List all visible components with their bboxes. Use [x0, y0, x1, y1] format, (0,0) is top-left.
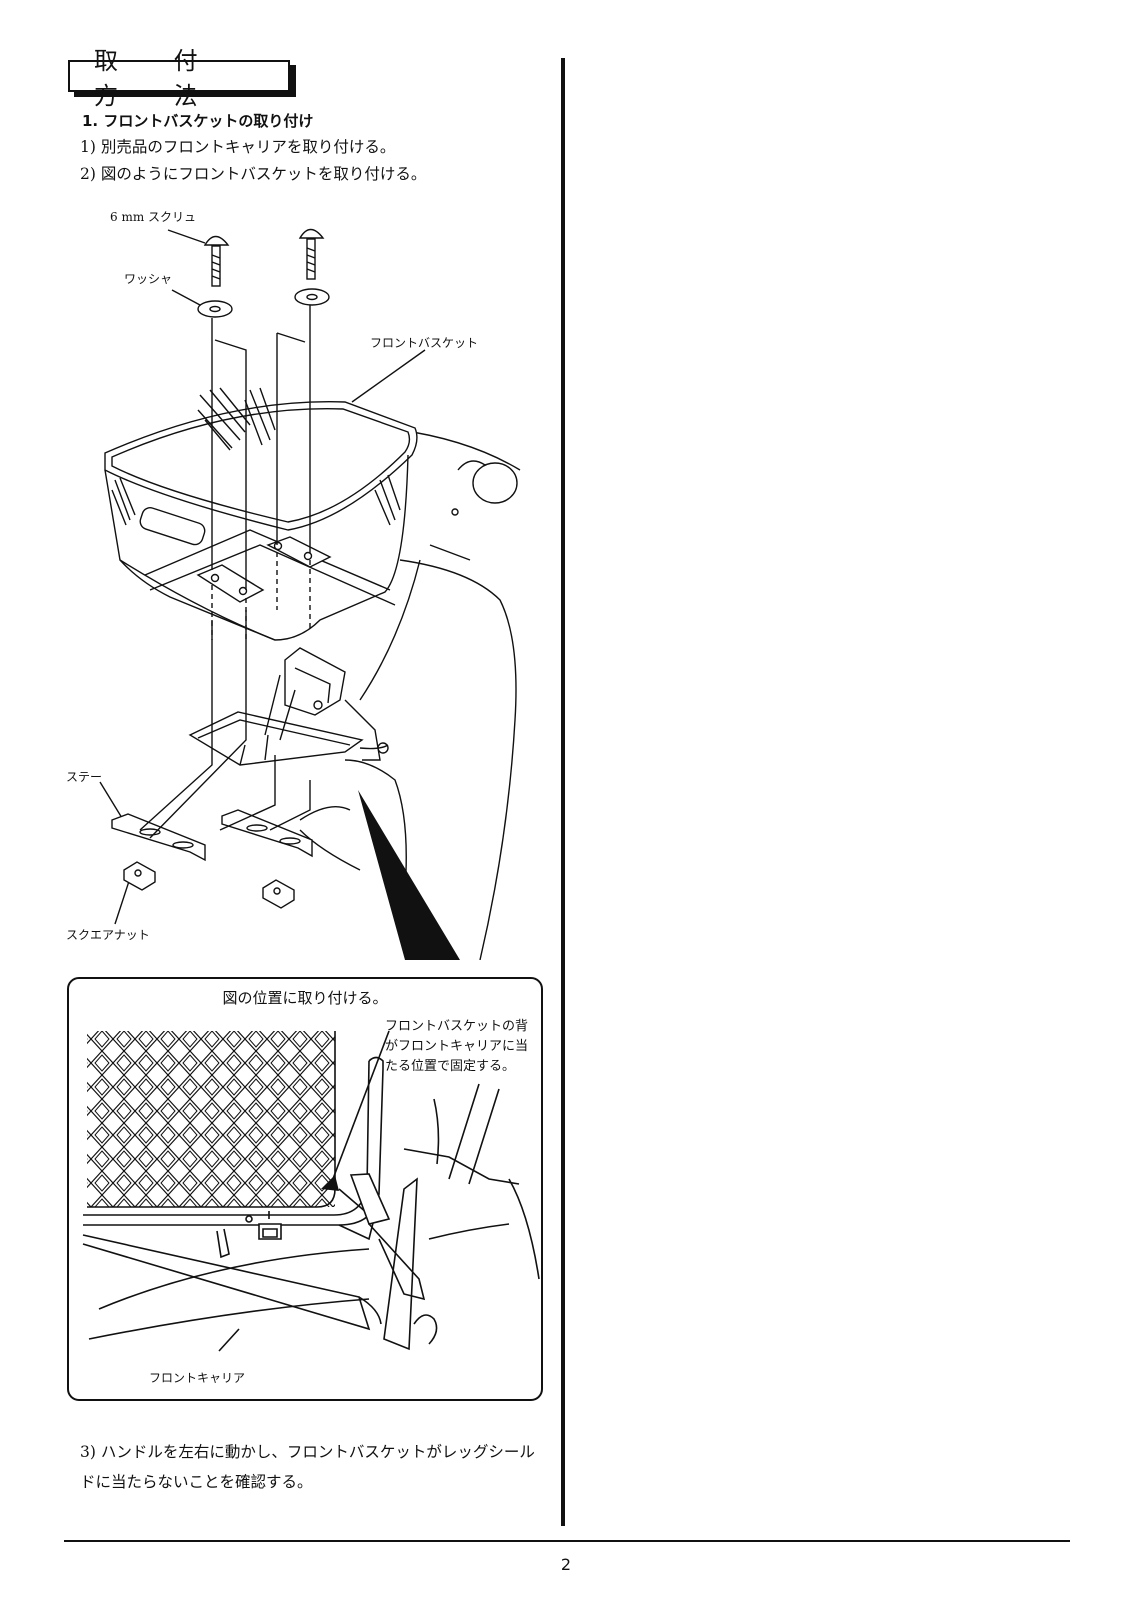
- exploded-assembly-diagram: [99, 228, 521, 960]
- label-screw: 6 mm スクリュ: [110, 210, 197, 224]
- page-title-box: 取 付 方 法: [68, 47, 296, 110]
- inset-title: 図の位置に取り付ける。: [222, 989, 388, 1007]
- label-stay: ステー: [66, 770, 103, 784]
- column-divider: [561, 58, 565, 1526]
- footer-rule: [64, 1540, 1070, 1542]
- page-title: 取 付 方 法: [94, 47, 222, 110]
- screw-right: [298, 228, 325, 280]
- page-number: 2: [560, 1555, 572, 1574]
- label-washer: ワッシャ: [124, 272, 173, 286]
- inset-note-line-1: フロントバスケットの背: [385, 1019, 529, 1034]
- step-1: 1) 別売品のフロントキャリアを取り付ける。: [80, 138, 396, 156]
- inset-note-line-3: たる位置で固定する。: [385, 1059, 516, 1074]
- inset-note: フロントバスケットの背 がフロントキャリアに当 たる位置で固定する。: [385, 1017, 541, 1077]
- detail-inset: 図の位置に取り付ける。 フロントバスケットの背 がフロントキャリアに当 たる位置…: [67, 977, 543, 1401]
- section-heading: 1. フロントバスケットの取り付け: [82, 112, 314, 130]
- screw-left: [203, 235, 230, 287]
- title-frame: 取 付 方 法: [68, 47, 290, 110]
- step-2: 2) 図のようにフロントバスケットを取り付ける。: [80, 165, 427, 183]
- label-nut: スクエアナット: [66, 928, 150, 942]
- label-basket: フロントバスケット: [370, 336, 479, 350]
- detail-diagram: [82, 1030, 540, 1352]
- inset-note-line-2: がフロントキャリアに当: [385, 1039, 529, 1054]
- step-3: 3) ハンドルを左右に動かし、フロントバスケットがレッグシールドに当たらないこと…: [80, 1443, 535, 1491]
- label-carrier: フロントキャリア: [149, 1371, 246, 1385]
